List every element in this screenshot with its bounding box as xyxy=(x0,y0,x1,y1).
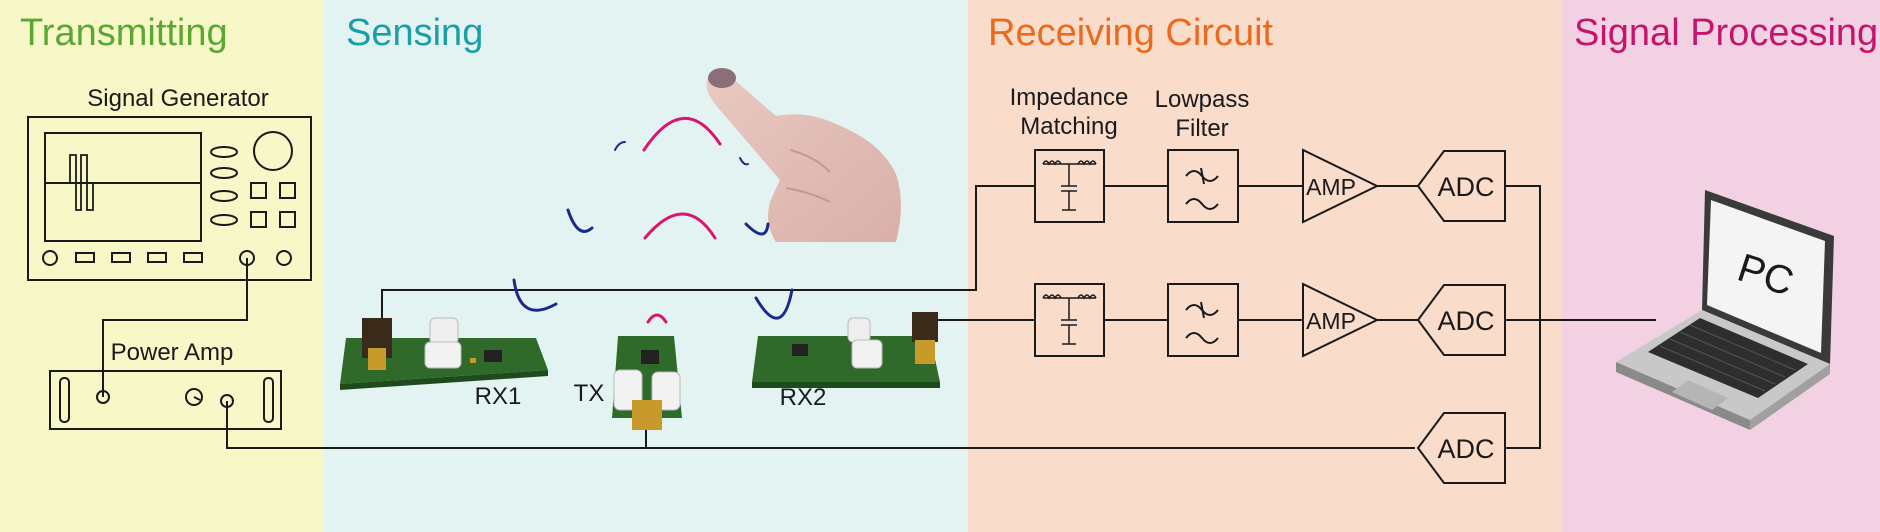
panel-transmitting xyxy=(0,0,324,532)
adc-icon: ADC xyxy=(1416,412,1506,484)
filter-icon xyxy=(1167,149,1239,223)
panel-receiving xyxy=(968,0,1562,532)
finger-icon xyxy=(706,68,901,242)
impedance-matching-icon xyxy=(1034,149,1105,223)
laptop-icon: PC xyxy=(1616,190,1834,430)
amp-label: AMP xyxy=(1306,174,1356,200)
pcb-icon xyxy=(752,312,940,388)
wiring xyxy=(102,185,1656,449)
amplifier-icon: AMP xyxy=(1302,282,1380,358)
title-receiving: Receiving Circuit xyxy=(988,12,1274,54)
rx2-label: RX2 xyxy=(780,384,827,411)
adc-label: ADC xyxy=(1437,434,1494,464)
filter-icon xyxy=(1167,283,1239,357)
pcb-icon xyxy=(612,336,682,430)
pcb-icon xyxy=(340,317,548,390)
power-amp-label: Power Amp xyxy=(111,339,234,366)
adc-icon: ADC xyxy=(1416,284,1506,356)
impedance-label-2: Matching xyxy=(1020,113,1117,140)
rx1-label: RX1 xyxy=(475,383,522,410)
adc-label: ADC xyxy=(1437,306,1494,336)
title-transmitting: Transmitting xyxy=(20,12,228,54)
title-processing: Signal Processing xyxy=(1574,12,1879,54)
lowpass-label-1: Lowpass xyxy=(1155,86,1250,113)
impedance-label-1: Impedance xyxy=(1010,84,1129,111)
signal-generator-label: Signal Generator xyxy=(87,85,268,112)
impedance-matching-icon xyxy=(1034,283,1105,357)
tx-label: TX xyxy=(574,380,605,407)
field-waves xyxy=(512,116,794,324)
power-amp-icon xyxy=(49,370,282,430)
amplifier-icon: AMP xyxy=(1302,148,1380,224)
amp-label: AMP xyxy=(1306,308,1356,334)
adc-label: ADC xyxy=(1437,172,1494,202)
adc-icon: ADC xyxy=(1416,150,1506,222)
title-sensing: Sensing xyxy=(346,12,484,54)
signal-generator-icon xyxy=(27,116,312,281)
lowpass-label-2: Filter xyxy=(1175,115,1228,142)
